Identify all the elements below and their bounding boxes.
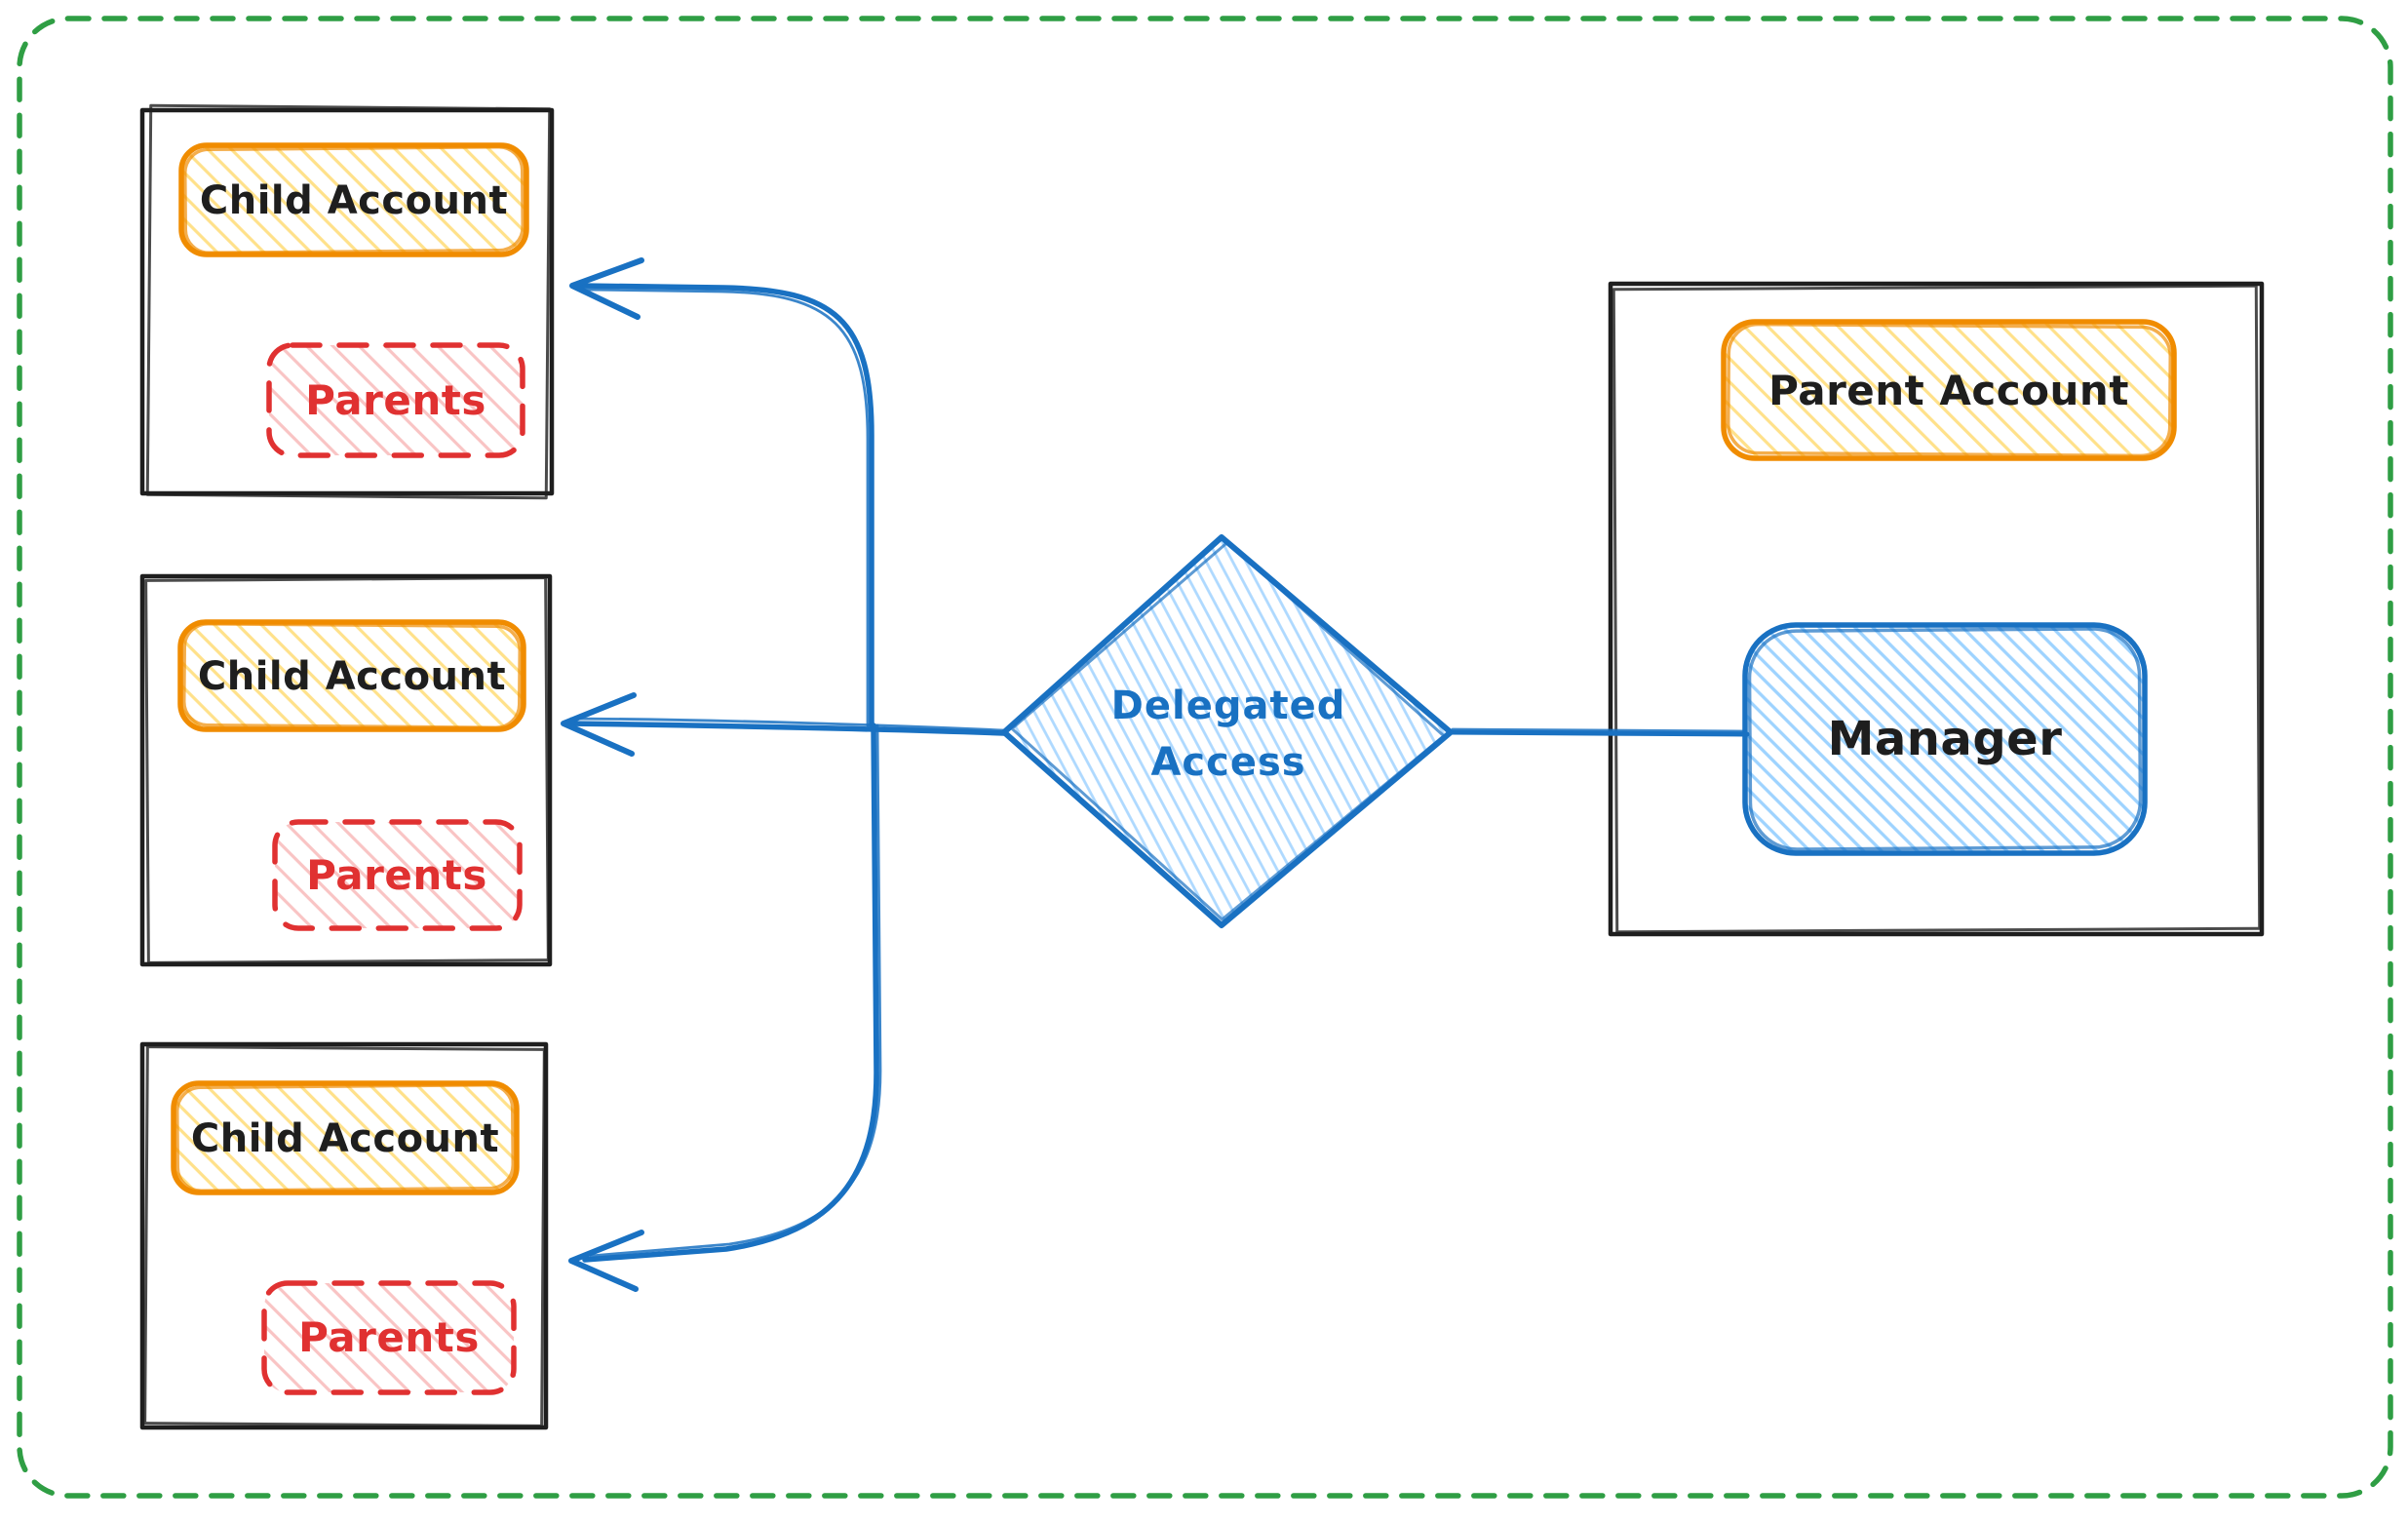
- manager-shape: [1742, 622, 2148, 856]
- arrowhead-child-3-icon: [568, 1230, 644, 1292]
- manager-shape-sketch: [1747, 627, 2143, 851]
- child-account-pill-3: Child Account: [171, 1080, 520, 1195]
- child-account-pill-1: Child Account: [178, 142, 529, 257]
- manager-connector-line: [1448, 729, 1750, 737]
- parents-badge-2: Parents: [272, 819, 523, 931]
- parents-label-3: Parents: [298, 1313, 480, 1361]
- child-box-2-outline-sketch: [144, 576, 550, 964]
- parent-account-pill-sketch: [1727, 322, 2172, 458]
- arrow-to-child-2-shaft: [563, 721, 1007, 736]
- delegated-access-diamond[interactable]: Delegated Access: [1001, 534, 1454, 928]
- child-account-pill-1-shape: [178, 142, 529, 257]
- parents-badge-1-shape: [266, 342, 525, 458]
- arrow-to-child-3[interactable]: [568, 723, 882, 1292]
- child-box-3-outline-sketch: [143, 1045, 546, 1427]
- parents-label-1: Parents: [305, 376, 486, 424]
- manager-connector-line-sketch: [1451, 727, 1747, 733]
- arrow-to-child-2[interactable]: [561, 692, 1007, 757]
- child-account-pill-3-shape: [171, 1080, 520, 1195]
- child-account-pill-2-shape: [177, 619, 526, 732]
- manager-node[interactable]: Manager: [1742, 622, 2148, 856]
- parents-badge-3-shape: [261, 1280, 517, 1395]
- arrow-to-child-1[interactable]: [569, 257, 874, 728]
- parents-badge-1: Parents: [266, 342, 525, 458]
- diamond-shape: [1001, 534, 1454, 928]
- delegated-label-line2: Access: [1150, 740, 1305, 785]
- manager-label: Manager: [1828, 712, 2063, 766]
- arrowhead-child-1-icon: [569, 257, 644, 320]
- child-account-label-2: Child Account: [198, 654, 506, 699]
- child-account-pill-3-sketch: [175, 1082, 515, 1193]
- child-account-node-2[interactable]: Child Account Parents: [139, 573, 553, 967]
- child-account-pill-2-sketch: [182, 621, 522, 730]
- child-account-label-1: Child Account: [200, 178, 508, 223]
- child-box-1-outline-sketch: [145, 103, 552, 500]
- child-account-label-3: Child Account: [191, 1116, 499, 1161]
- parent-account-pill-shape: [1721, 319, 2177, 461]
- arrowhead-child-2-icon: [561, 692, 637, 757]
- arrow-to-child-2-shaft-sketch: [569, 717, 1006, 732]
- child-account-node-3[interactable]: Child Account Parents: [139, 1041, 549, 1430]
- diamond-shape-sketch: [1010, 540, 1446, 921]
- arrow-to-child-1-shaft: [576, 283, 874, 728]
- parent-account-label: Parent Account: [1768, 367, 2129, 414]
- manager-to-diamond-connector[interactable]: [1448, 727, 1750, 737]
- parent-box-outline-sketch: [1612, 284, 2262, 934]
- delegated-label-line1: Delegated: [1111, 684, 1346, 728]
- parent-account-node[interactable]: Parent Account Manager: [1608, 281, 2265, 937]
- parents-badge-2-shape: [272, 819, 523, 931]
- canvas-border: [17, 16, 2393, 1499]
- parents-label-2: Parents: [306, 851, 487, 899]
- arrow-to-child-3-shaft-sketch: [589, 723, 882, 1258]
- arrow-to-child-3-shaft: [582, 723, 879, 1263]
- child-account-pill-1-sketch: [183, 144, 524, 255]
- parent-account-pill: Parent Account: [1721, 319, 2177, 461]
- arrow-to-child-1-shaft-sketch: [583, 288, 870, 727]
- child-account-node-1[interactable]: Child Account Parents: [139, 103, 555, 500]
- child-account-pill-2: Child Account: [177, 619, 526, 732]
- parents-badge-3: Parents: [261, 1280, 517, 1395]
